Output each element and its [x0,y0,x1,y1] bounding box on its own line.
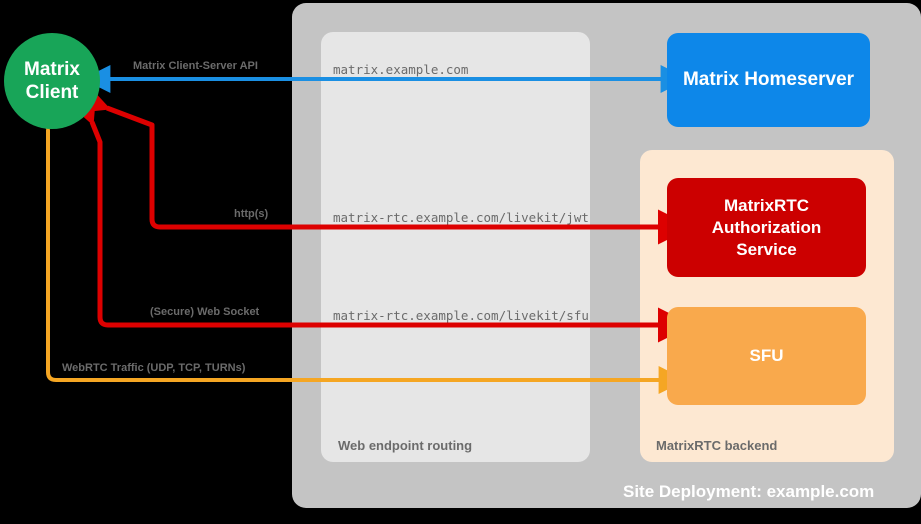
edge-webrtc-label: WebRTC Traffic (UDP, TCP, TURNs) [62,362,246,374]
edge-client-server-api-label: Matrix Client-Server API [133,60,258,72]
edge-websocket-label: (Secure) Web Socket [150,306,260,318]
endpoint-matrix-label: matrix.example.com [333,62,469,77]
node-matrix-client[interactable] [4,33,100,129]
node-matrix-homeserver[interactable] [667,33,870,127]
matrixrtc-backend-title: MatrixRTC backend [656,438,778,453]
edge-webrtc [34,105,687,394]
web-endpoint-routing-title: Web endpoint routing [338,438,473,453]
site-deployment-label: Site Deployment: example.com [623,482,875,501]
endpoint-sfu-label: matrix-rtc.example.com/livekit/sfu [333,308,589,323]
endpoint-jwt-label: matrix-rtc.example.com/livekit/jwt [333,210,589,225]
edge-websocket [64,86,693,343]
edge-https-label: http(s) [234,208,269,220]
node-sfu[interactable] [667,307,866,405]
node-matrixrtc-authorization-service[interactable] [667,178,866,277]
